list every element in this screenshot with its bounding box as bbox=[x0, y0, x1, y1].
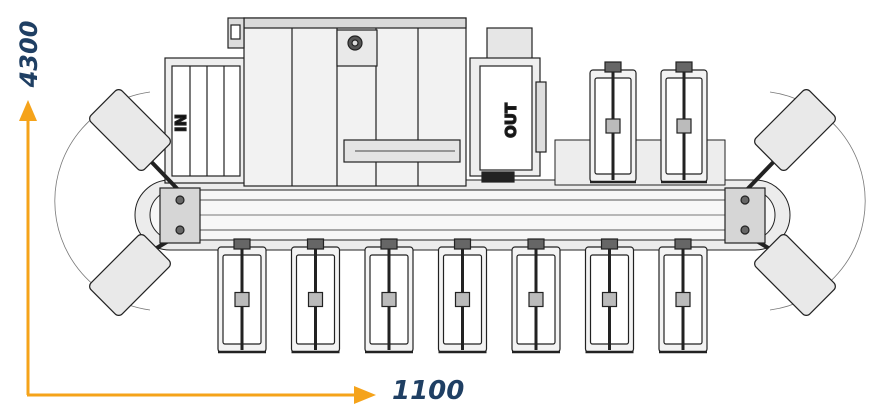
left-swing-arms bbox=[89, 89, 201, 316]
control-box-panel bbox=[230, 24, 241, 40]
main-cabinet-top-band bbox=[243, 17, 467, 29]
in-label: IN bbox=[172, 114, 190, 132]
width-dimension-label: 1100 bbox=[392, 376, 465, 406]
left-hub-bolt-bottom bbox=[175, 225, 185, 235]
bottom-station bbox=[511, 238, 561, 354]
out-feeder-inner bbox=[479, 65, 533, 171]
top-station bbox=[660, 61, 708, 184]
station-connector bbox=[600, 238, 619, 250]
bottom-station bbox=[658, 238, 708, 354]
top-station bbox=[589, 61, 637, 184]
top-station-row bbox=[589, 61, 708, 184]
bottom-station bbox=[437, 238, 488, 354]
left-upper-paddle bbox=[89, 89, 171, 171]
right-lower-paddle bbox=[754, 234, 836, 316]
station-clamp bbox=[381, 291, 397, 308]
left-lower-paddle bbox=[89, 234, 171, 316]
horizontal-arrowhead bbox=[354, 386, 376, 404]
right-swing-arms bbox=[724, 89, 836, 316]
bottom-station bbox=[364, 238, 414, 354]
station-connector bbox=[674, 238, 692, 250]
bottom-station bbox=[290, 238, 341, 354]
station-connector bbox=[233, 238, 251, 250]
dimension-arrows bbox=[19, 100, 376, 404]
in-feeder-inner bbox=[171, 65, 241, 177]
station-clamp bbox=[676, 118, 692, 134]
station-clamp bbox=[605, 118, 621, 134]
left-hub-bolt-top bbox=[175, 195, 185, 205]
station-clamp bbox=[675, 291, 691, 308]
out-base bbox=[481, 171, 515, 183]
in-feeder: IN bbox=[164, 57, 248, 184]
right-hub-bolt-bottom bbox=[740, 225, 750, 235]
station-clamp bbox=[234, 291, 250, 308]
out-label: OUT bbox=[502, 102, 520, 138]
conveyor-track bbox=[134, 179, 791, 251]
station-connector bbox=[604, 61, 622, 73]
right-hub-bolt-top bbox=[740, 195, 750, 205]
bottom-station bbox=[584, 238, 635, 354]
station-clamp bbox=[307, 291, 324, 308]
motor-hub-icon bbox=[351, 39, 359, 47]
out-side-rail bbox=[535, 81, 547, 153]
height-dimension-label: 4300 bbox=[15, 20, 43, 88]
station-clamp bbox=[454, 291, 471, 308]
station-connector bbox=[306, 238, 325, 250]
station-connector bbox=[380, 238, 398, 250]
station-connector bbox=[675, 61, 693, 73]
bottom-station-row bbox=[217, 238, 708, 354]
bottom-station bbox=[217, 238, 267, 354]
right-upper-paddle bbox=[754, 89, 836, 171]
vertical-arrowhead bbox=[19, 100, 37, 121]
station-clamp bbox=[528, 291, 544, 308]
station-connector bbox=[527, 238, 545, 250]
station-clamp bbox=[601, 291, 618, 308]
main-cabinet bbox=[227, 17, 467, 187]
out-feeder: OUT bbox=[469, 27, 547, 183]
station-connector bbox=[453, 238, 472, 250]
